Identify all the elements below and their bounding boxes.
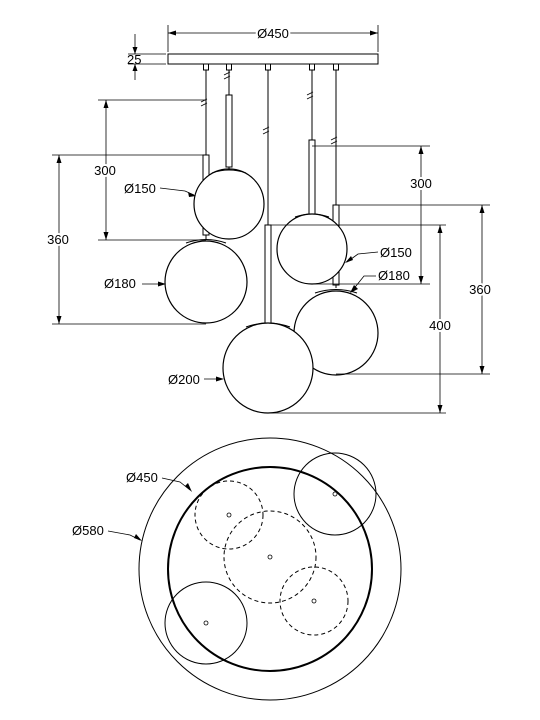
globe-center xyxy=(222,322,314,414)
canopy-plate xyxy=(167,53,379,65)
plan-inner-circle xyxy=(167,466,373,672)
drop-right-longest-label: 400 xyxy=(429,318,451,333)
plan-globe-top-right xyxy=(293,452,377,536)
globe-center-label: Ø200 xyxy=(168,372,200,387)
drop-left-upper-label: 300 xyxy=(94,163,116,178)
drop-left-total-dimension: 360 xyxy=(45,154,206,325)
plan-outer-label: Ø580 xyxy=(72,523,104,538)
canopy-width-dimension: Ø450 xyxy=(167,24,379,52)
plan-outer-circle xyxy=(138,437,402,701)
drop-right-upper-label: 300 xyxy=(410,176,432,191)
globe-left-upper xyxy=(193,168,265,240)
globe-left-upper-label: Ø150 xyxy=(124,181,156,196)
globe-right-upper-label: Ø150 xyxy=(380,245,412,260)
globe-right-lower-label: Ø180 xyxy=(378,268,410,283)
canopy-height-dimension: 25 xyxy=(127,34,166,80)
drop-right-total-dimension: 360 xyxy=(336,204,493,375)
globe-right-upper xyxy=(276,213,348,285)
globe-leaders: Ø150 Ø180 Ø150 Ø180 Ø200 xyxy=(104,181,412,387)
plan-globe-center-dashed xyxy=(223,510,317,604)
plan-globe-bottom-left xyxy=(164,581,248,665)
drop-left-upper-dimension: 300 xyxy=(92,99,206,241)
drop-right-upper-dimension: 300 xyxy=(312,145,434,285)
globe-left-lower-label: Ø180 xyxy=(104,276,136,291)
canopy-height-label: 25 xyxy=(127,52,141,67)
canopy-width-label: Ø450 xyxy=(257,26,289,41)
globe-left-lower xyxy=(164,240,248,324)
plan-inner-label: Ø450 xyxy=(126,470,158,485)
plan-view: Ø450 Ø580 xyxy=(72,437,402,701)
drop-right-longest-dimension: 400 xyxy=(268,224,453,414)
globes xyxy=(164,168,379,414)
side-elevation: Ø450 25 xyxy=(45,24,493,414)
drop-left-total-label: 360 xyxy=(47,232,69,247)
plan-globe-bottom-right-dashed xyxy=(279,566,349,636)
drop-right-total-label: 360 xyxy=(469,282,491,297)
plan-globe-top-left-dashed xyxy=(194,480,264,550)
